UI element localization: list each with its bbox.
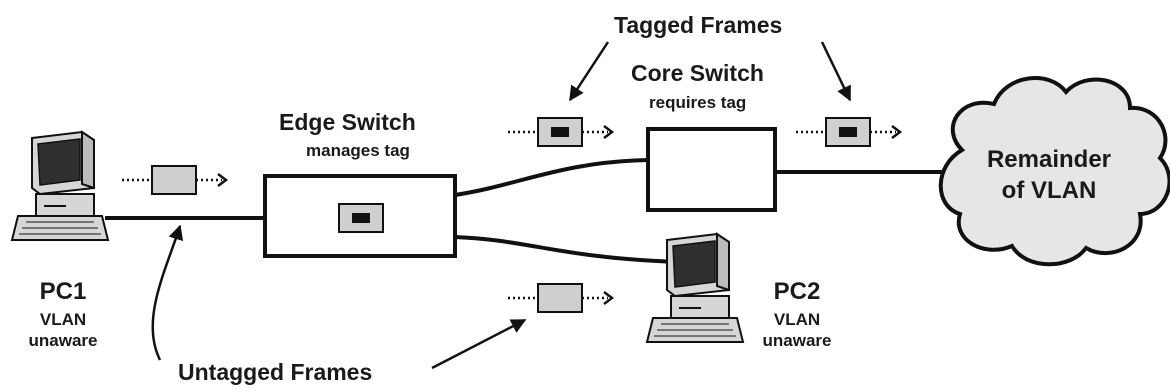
edge-switch-title: Edge Switch xyxy=(279,109,416,135)
pc1-line2: unaware xyxy=(28,331,98,350)
core-switch-box xyxy=(646,127,777,212)
tagged-arrow-left xyxy=(568,41,610,102)
tagged-frames-label: Tagged Frames xyxy=(614,12,783,38)
pc2-name: PC2 xyxy=(773,278,821,305)
pc1-icon xyxy=(11,131,109,241)
pc2-icon xyxy=(646,233,744,343)
pc2-line1: VLAN xyxy=(773,310,821,329)
untagged-frames-label: Untagged Frames xyxy=(178,359,373,385)
edge-to-pc2-link xyxy=(454,235,681,264)
remainder-label-line1: Remainder xyxy=(986,146,1112,173)
core-switch-subtitle: requires tag xyxy=(649,93,747,112)
core-switch-title: Core Switch xyxy=(631,60,764,86)
cloud-icon xyxy=(938,76,1170,267)
pc1-name: PC1 xyxy=(39,278,87,305)
remainder-label-line2: of VLAN xyxy=(1001,177,1097,204)
untagged-arrow-right xyxy=(431,318,527,370)
untagged-arrow-left xyxy=(151,224,184,361)
tagged-arrow-right xyxy=(820,41,852,102)
tagged-frame-core-out xyxy=(796,117,903,147)
tagged-frame-core-in xyxy=(508,117,615,147)
edge-switch-subtitle: manages tag xyxy=(306,141,410,160)
edge-switch-tag xyxy=(338,203,384,233)
pc2-line2: unaware xyxy=(762,331,832,350)
edge-to-core-link xyxy=(454,158,649,197)
untagged-frame-pc1 xyxy=(122,165,229,195)
untagged-frame-pc2 xyxy=(508,283,615,313)
pc1-line1: VLAN xyxy=(39,310,87,329)
